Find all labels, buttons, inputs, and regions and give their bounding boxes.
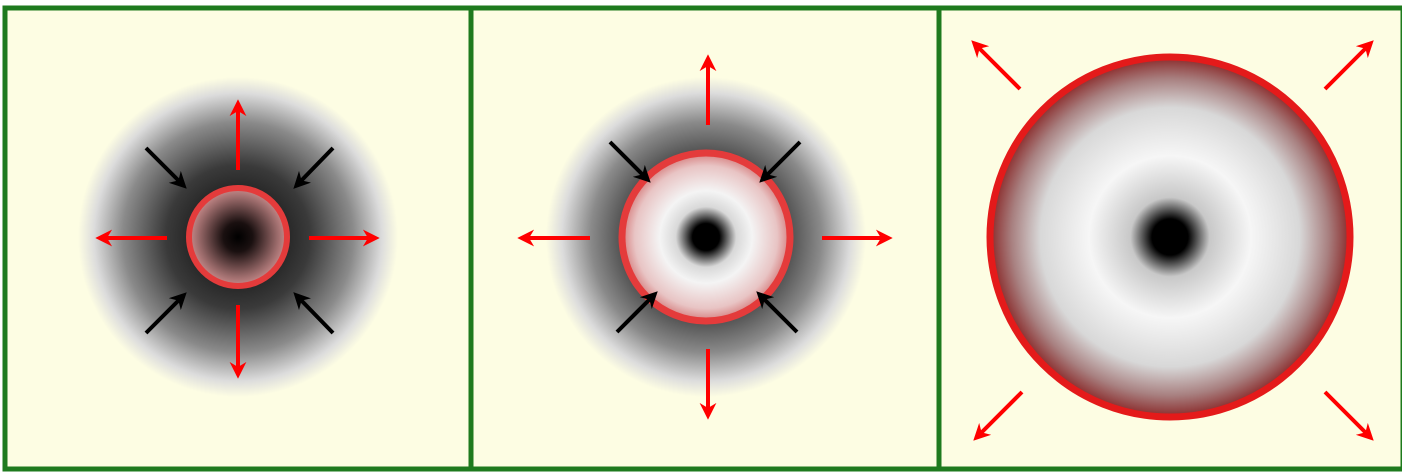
panel-1 (4, 6, 470, 470)
panel-3-front-ring (990, 57, 1350, 417)
panel-3 (940, 6, 1402, 470)
panel-2 (472, 6, 938, 470)
panel-1-front-ring (189, 188, 287, 286)
